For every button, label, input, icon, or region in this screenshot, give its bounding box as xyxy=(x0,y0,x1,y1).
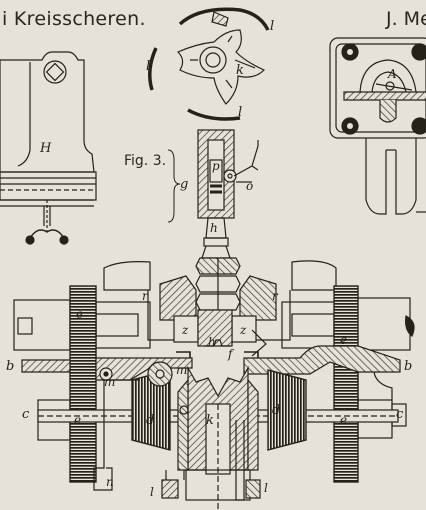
label-l-left: l xyxy=(146,59,150,74)
label-o: o xyxy=(246,179,253,193)
label-e-right: e xyxy=(340,413,347,427)
label-l-base-left: l xyxy=(150,485,154,499)
label-p: p xyxy=(212,159,220,173)
label-H: H xyxy=(39,141,52,156)
main-assembly xyxy=(13,260,415,510)
label-e-upper: e xyxy=(76,307,83,321)
label-e-upper-right: e xyxy=(340,333,347,347)
label-h-lower: h xyxy=(208,335,216,349)
label-c-left: c xyxy=(22,407,30,422)
label-r-right: r xyxy=(272,289,279,303)
cutter-hub-topview xyxy=(148,7,270,121)
label-z-left: z xyxy=(181,323,189,337)
label-n: n xyxy=(106,475,114,489)
label-l-base-right: l xyxy=(264,481,268,495)
title-right: J. Me xyxy=(386,8,426,30)
figure-label: Fig. 3. xyxy=(124,153,167,169)
label-m-left: m xyxy=(104,375,115,389)
label-h-upper: h xyxy=(210,221,218,235)
label-l-bottom: l xyxy=(238,105,242,120)
label-c-right: c xyxy=(396,407,404,422)
bracket-j-topview xyxy=(329,37,426,215)
label-z-right: z xyxy=(239,323,247,337)
title-left: i Kreisscheren. xyxy=(2,8,146,30)
label-l-top: l xyxy=(270,19,274,34)
label-r-left: r xyxy=(142,289,149,303)
label-f: f xyxy=(227,347,235,361)
knife-stem xyxy=(167,129,259,259)
label-b-left: b xyxy=(6,359,14,374)
frame-h xyxy=(0,51,97,245)
label-A: A xyxy=(387,67,397,81)
label-k-top: k xyxy=(236,63,244,78)
label-e-left: e xyxy=(74,413,81,427)
label-g: g xyxy=(180,177,188,192)
part-labels: H A l l l k p g o h r r z z h f b b e e … xyxy=(6,19,412,499)
label-k-lower: k xyxy=(206,413,214,428)
label-d-left: d xyxy=(146,413,154,428)
nut-stack xyxy=(195,257,241,311)
label-d-right: d xyxy=(272,403,280,418)
label-b-right: b xyxy=(404,359,412,374)
label-m-right: m xyxy=(176,363,187,377)
